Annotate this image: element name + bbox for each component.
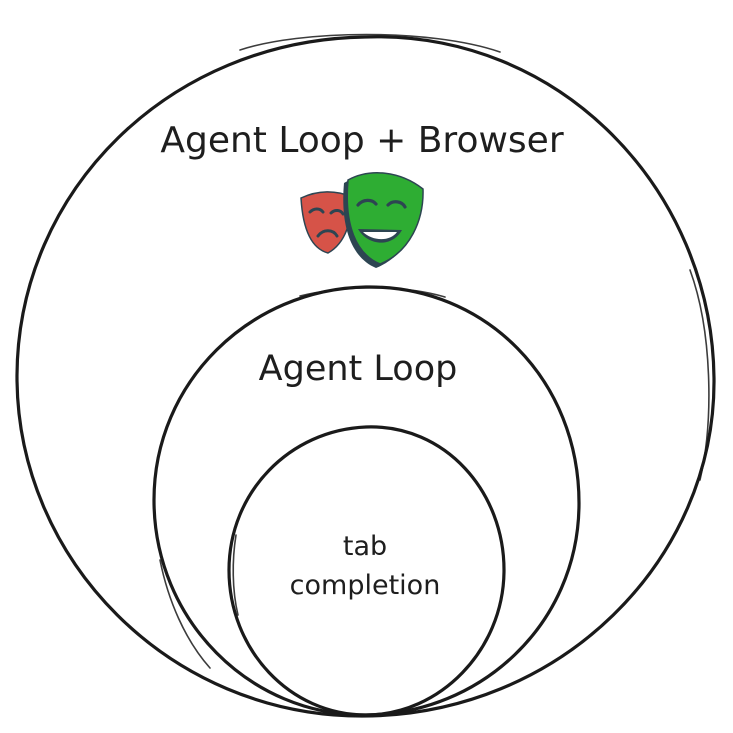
- outer-circle-label: Agent Loop + Browser: [160, 120, 563, 161]
- red-mask-icon: [300, 191, 353, 254]
- middle-circle-label: Agent Loop: [259, 349, 458, 389]
- inner-circle-label-line1: tab: [343, 531, 387, 562]
- playwright-logo-icon: [300, 172, 424, 268]
- inner-circle-label-line2: completion: [290, 570, 441, 601]
- green-mask-icon: [343, 172, 424, 268]
- inner-circle: [227, 425, 506, 717]
